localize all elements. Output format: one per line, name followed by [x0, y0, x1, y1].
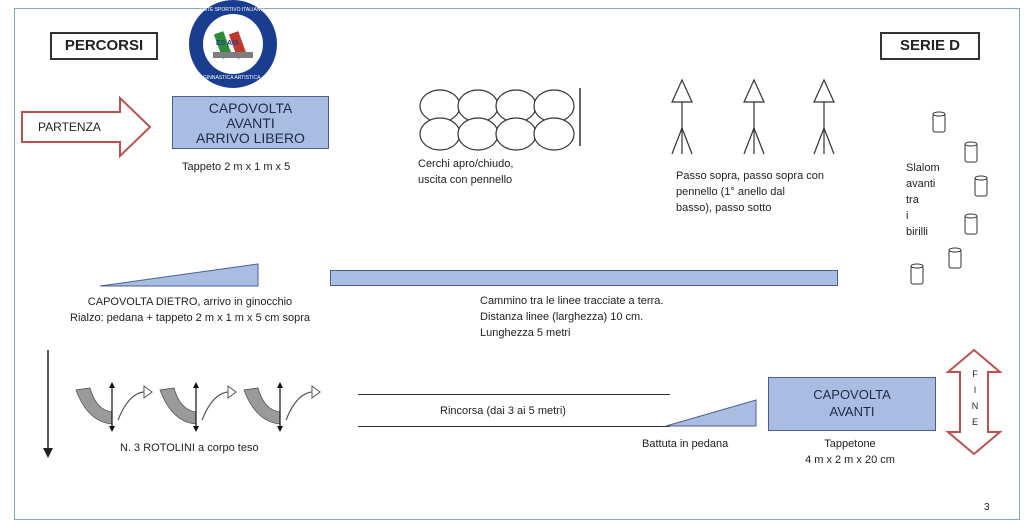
cones-caption: Passo sopra, passo sopra con pennello (1…	[676, 168, 824, 216]
pin-3	[974, 175, 988, 197]
end-letter-i: I	[973, 385, 977, 395]
backward-roll-ramp	[99, 263, 259, 287]
backward-roll-caption-2: Rialzo: pedana + tappeto 2 m x 1 m x 5 c…	[70, 312, 310, 324]
end-letter-f: F	[972, 369, 978, 379]
slalom-caption-1: Slalom	[906, 162, 940, 174]
cones-diagram	[671, 78, 835, 155]
percorsi-label: PERCORSI	[50, 32, 158, 60]
slalom-caption: Slalom avanti tra i birilli	[906, 160, 940, 240]
mat-caption: Tappeto 2 m x 1 m x 5	[182, 161, 291, 173]
ente-sportivo-logo	[189, 0, 277, 88]
end-arrow	[945, 348, 1003, 456]
pin-4	[964, 213, 978, 235]
walk-lines-caption-3: Lunghezza 5 metri	[480, 327, 571, 339]
roll-1	[75, 382, 153, 432]
hoops-caption: Cerchi apro/chiudo, uscita con pennello	[418, 156, 513, 188]
rolls-caption: N. 3 ROTOLINI a corpo teso	[120, 442, 259, 454]
roll-2	[159, 382, 237, 432]
final-caption-2: 4 m x 2 m x 20 cm	[805, 454, 895, 466]
rolls-diagram	[75, 382, 321, 432]
logo-top-text: ENTE SPORTIVO ITALIANO	[200, 7, 265, 13]
pin-6	[910, 263, 924, 285]
forward-roll-line-1: CAPOVOLTA	[208, 100, 293, 116]
down-arrow	[43, 350, 53, 458]
slalom-pins	[910, 111, 988, 285]
walk-lines-caption-1: Cammino tra le linee tracciate a terra.	[480, 295, 664, 307]
end-letter-e: E	[971, 417, 978, 427]
cones-caption-2: pennello (1° anello dal	[676, 186, 785, 198]
slalom-caption-2: avanti	[906, 178, 936, 190]
page-number: 3	[984, 502, 990, 513]
runup-top-line	[358, 394, 670, 395]
hoops-diagram	[419, 88, 581, 151]
walk-lines-caption: Cammino tra le linee tracciate a terra. …	[480, 293, 663, 341]
backward-roll-caption: CAPOVOLTA DIETRO, arrivo in ginocchio Ri…	[50, 294, 330, 326]
forward-roll-line-2: AVANTI	[226, 115, 275, 131]
end-letters: F I N E	[968, 366, 982, 430]
cones-caption-3: basso), passo sotto	[676, 202, 772, 214]
logo-center-text: ES AIS	[216, 40, 239, 47]
start-label: PARTENZA	[38, 120, 101, 134]
final-box-line-2: AVANTI	[829, 404, 875, 419]
springboard-ramp	[665, 399, 757, 427]
slalom-caption-3: tra	[906, 194, 919, 206]
backward-roll-caption-1: CAPOVOLTA DIETRO, arrivo in ginocchio	[87, 296, 293, 308]
slalom-caption-5: birilli	[906, 226, 928, 238]
hoops-caption-2: uscita con pennello	[418, 174, 513, 186]
cones-caption-1: Passo sopra, passo sopra con	[676, 170, 824, 182]
end-letter-n: N	[971, 401, 979, 411]
pin-5	[948, 247, 962, 269]
logo-bottom-text: GINNASTICA ARTISTICA	[203, 75, 261, 81]
start-arrow	[21, 95, 152, 159]
final-caption: Tappetone 4 m x 2 m x 20 cm	[790, 436, 910, 468]
cone-1	[671, 78, 693, 155]
slide-frame	[14, 8, 1020, 520]
runup-bottom-line	[358, 426, 670, 427]
cone-2	[743, 78, 765, 155]
forward-roll-box: CAPOVOLTA AVANTI ARRIVO LIBERO	[172, 96, 329, 149]
final-caption-1: Tappetone	[824, 438, 876, 450]
pin-1	[932, 111, 946, 133]
springboard-caption: Battuta in pedana	[642, 438, 729, 450]
serie-label: SERIE D	[880, 32, 980, 60]
slalom-caption-4: i	[906, 210, 909, 222]
roll-3	[243, 382, 321, 432]
forward-roll-line-3: ARRIVO LIBERO	[196, 130, 305, 146]
final-forward-roll-box: CAPOVOLTA AVANTI	[768, 377, 936, 431]
cone-3	[813, 78, 835, 155]
runup-caption: Rincorsa (dai 3 ai 5 metri)	[440, 405, 566, 417]
final-box-line-1: CAPOVOLTA	[813, 387, 891, 402]
walk-lines-bar	[330, 270, 838, 286]
walk-lines-caption-2: Distanza linee (larghezza) 10 cm.	[480, 311, 644, 323]
hoops-caption-1: Cerchi apro/chiudo,	[418, 158, 514, 170]
pin-2	[964, 141, 978, 163]
